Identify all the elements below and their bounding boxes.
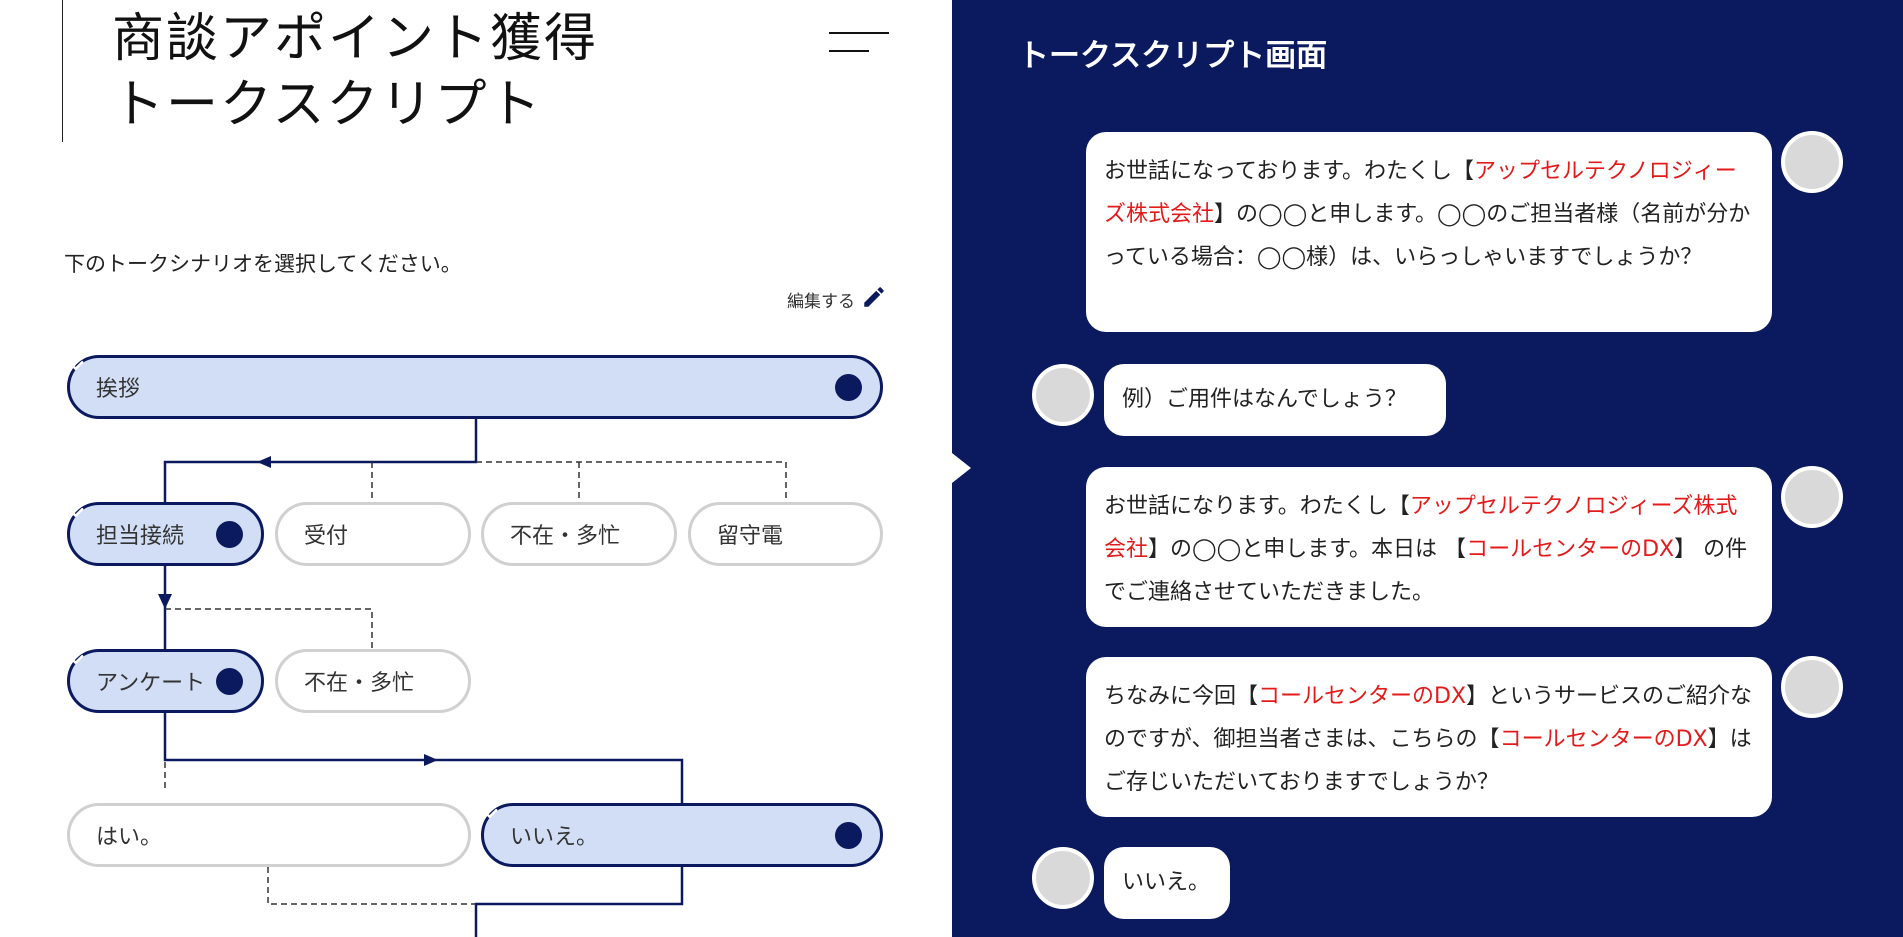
flow-node-voicemail[interactable]: 留守電: [688, 502, 883, 566]
node-label: 受付: [304, 524, 349, 549]
msg-text: お世話になっております。わたくし【: [1104, 159, 1475, 184]
node-label: 挨拶: [96, 377, 141, 402]
chat-message-3: お世話になります。わたくし【アップセルテクノロジィーズ株式会社】の◯◯と申します…: [1086, 467, 1772, 627]
msg-text: 例）ご用件はなんでしょう？: [1122, 387, 1407, 412]
node-label: 不在・多忙: [304, 671, 415, 696]
avatar-operator: [1781, 656, 1843, 718]
msg-text: 】はご存じいただいておりますでしょうか？: [1104, 727, 1752, 795]
arrow-down-icon: [158, 594, 172, 609]
hamburger-menu-icon[interactable]: [825, 22, 893, 62]
edit-label: 編集する: [787, 291, 855, 312]
page-title-line2: トークスクリプト: [112, 75, 543, 135]
msg-highlight: コールセンターのDX: [1499, 727, 1708, 752]
scenario-panel: 商談アポイント獲得 トークスクリプト 下のトークシナリオを選択してください。 編…: [62, 0, 893, 937]
node-label: 不在・多忙: [510, 524, 621, 549]
node-label: はい。: [96, 825, 163, 850]
avatar-operator: [1781, 131, 1843, 193]
chat-message-2: 例）ご用件はなんでしょう？: [1104, 364, 1446, 436]
edit-button[interactable]: 編集する: [787, 284, 887, 314]
msg-text: 】というサービスのご紹介なのですが、御担当者さまは、こちらの【: [1104, 684, 1753, 752]
avatar-customer: [1032, 847, 1094, 909]
msg-text: 】の◯◯と申します。本日は 【: [1148, 537, 1467, 562]
arrow-right-icon: [424, 754, 438, 766]
msg-text: ちなみに今回【: [1104, 684, 1259, 709]
flow-node-survey[interactable]: アンケート: [67, 649, 264, 713]
menu-line-bottom: [829, 50, 869, 52]
flow-node-greeting[interactable]: 挨拶: [67, 355, 883, 419]
msg-highlight: コールセンターのDX: [1466, 537, 1675, 562]
flow-node-absent-busy[interactable]: 不在・多忙: [481, 502, 677, 566]
check-circle-icon: [71, 361, 862, 401]
chat-message-4: ちなみに今回【コールセンターのDX】というサービスのご紹介なのですが、御担当者さ…: [1086, 657, 1772, 817]
check-circle-icon: [71, 508, 243, 548]
flow-connectors: [158, 418, 787, 937]
avatar-operator: [1781, 466, 1843, 528]
msg-highlight: アップセルテクノロジィーズ株式会社: [1104, 159, 1737, 227]
msg-highlight: アップセルテクノロジィーズ株式会社: [1104, 494, 1738, 562]
flow-node-yes[interactable]: はい。: [67, 803, 471, 867]
check-circle-icon: [485, 809, 862, 849]
flow-node-no[interactable]: いいえ。: [481, 803, 883, 867]
node-label: 担当接続: [96, 524, 185, 549]
menu-line-top: [829, 32, 889, 34]
check-circle-icon: [71, 655, 243, 695]
flow-node-person-in-charge[interactable]: 担当接続: [67, 502, 264, 566]
node-label: アンケート: [96, 671, 206, 696]
flow-node-absent-busy-2[interactable]: 不在・多忙: [275, 649, 471, 713]
msg-text: 】 の件でご連絡させていただきました。: [1104, 537, 1748, 605]
title-rule: [62, 0, 63, 142]
chat-message-5: いいえ。: [1104, 847, 1230, 919]
arrow-left-icon: [257, 456, 271, 468]
node-label: いいえ。: [510, 825, 599, 850]
page-title: 商談アポイント獲得 トークスクリプト: [112, 6, 598, 138]
chat-message-1: お世話になっております。わたくし【アップセルテクノロジィーズ株式会社】の◯◯と申…: [1086, 132, 1772, 332]
msg-text: お世話になります。わたくし【: [1104, 494, 1410, 519]
flowchart: 挨拶 担当接続 受付 不在・多忙 留守電 アンケート: [67, 355, 883, 937]
page-title-line1: 商談アポイント獲得: [112, 9, 599, 69]
instruction-text: 下のトークシナリオを選択してください。: [64, 252, 462, 276]
node-label: 留守電: [717, 524, 784, 549]
panel-pointer-notch: [952, 453, 971, 483]
pencil-icon: [861, 284, 887, 315]
msg-highlight: コールセンターのDX: [1258, 684, 1467, 709]
msg-text: 】の◯◯と申します。◯◯のご担当者様（名前が分かっている場合：◯◯様）は、いらっ…: [1104, 202, 1751, 270]
chat-panel-title: トークスクリプト画面: [1018, 38, 1328, 74]
flow-node-reception[interactable]: 受付: [275, 502, 471, 566]
avatar-customer: [1032, 364, 1094, 426]
msg-text: いいえ。: [1122, 870, 1211, 895]
